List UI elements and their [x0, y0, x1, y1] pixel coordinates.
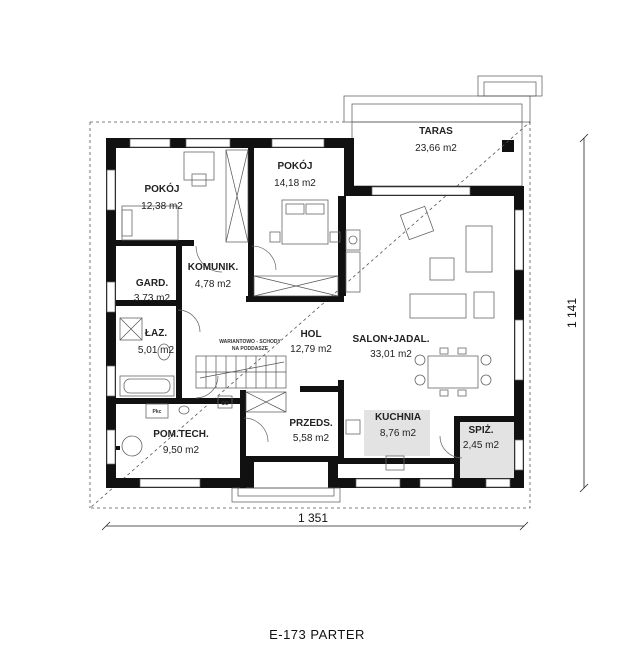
plan-title: E-173 PARTER — [269, 627, 365, 642]
area-pom-tech: 9,50 m2 — [163, 445, 200, 456]
kitchen-counter — [364, 410, 430, 456]
area-salon: 33,01 m2 — [370, 349, 412, 360]
label-pokoj-2: POKÓJ — [277, 159, 312, 172]
label-hol: HOL — [300, 329, 321, 340]
label-pom-tech: POM.TECH. — [153, 429, 209, 440]
depth-dimension: 1 141 — [565, 133, 589, 493]
area-hol: 12,79 m2 — [290, 344, 332, 355]
area-pokoj-2: 14,18 m2 — [274, 178, 316, 189]
pc-label: Pkc — [153, 409, 162, 415]
roof-outline — [88, 121, 531, 509]
label-gard: GARD. — [136, 278, 168, 289]
area-komunik: 4,78 m2 — [195, 279, 232, 290]
bed-1 — [121, 151, 215, 241]
depth-dimension-text: 1 141 — [565, 298, 579, 328]
area-gard: 3,73 m2 — [134, 293, 171, 304]
area-spiz: 2,45 m2 — [463, 440, 500, 451]
label-komunik: KOMUNIK. — [188, 262, 239, 273]
area-pokoj-1: 12,38 m2 — [141, 201, 183, 212]
kitchen-sink — [385, 455, 405, 471]
label-salon: SALON+JADAL. — [353, 334, 430, 345]
label-pokoj-1: POKÓJ — [144, 182, 179, 195]
width-dimension-text: 1 351 — [298, 511, 328, 525]
tech-room-fixtures — [121, 395, 233, 457]
kitchen-appliances — [345, 229, 361, 435]
stairs — [195, 355, 287, 389]
label-spiz: SPIŻ. — [468, 423, 493, 436]
wardrobes — [225, 149, 339, 413]
label-laz: ŁAZ. — [145, 328, 167, 339]
width-dimension: 1 351 — [101, 511, 529, 531]
stairs-note-2: NA PODDASZE — [232, 346, 269, 352]
interior-walls — [116, 148, 514, 488]
area-przeds: 5,58 m2 — [293, 433, 330, 444]
living-room-furniture — [399, 205, 495, 397]
co-label: CO — [221, 401, 229, 407]
pantry-floor — [460, 422, 514, 478]
room-labels: TARAS 23,66 m2 POKÓJ 12,38 m2 POKÓJ 14,1… — [134, 126, 500, 456]
area-taras: 23,66 m2 — [415, 143, 457, 154]
area-kuchnia: 8,76 m2 — [380, 428, 417, 439]
windows — [106, 138, 524, 503]
doors — [177, 245, 463, 459]
label-taras: TARAS — [419, 126, 453, 137]
area-laz: 5,01 m2 — [138, 345, 175, 356]
label-kuchnia: KUCHNIA — [375, 412, 421, 423]
label-przeds: PRZEDS. — [289, 418, 333, 429]
bed-2 — [269, 199, 341, 245]
bathroom-fixtures — [119, 317, 175, 397]
stairs-note-1: WARIANTOWO - SCHODY — [219, 339, 281, 345]
